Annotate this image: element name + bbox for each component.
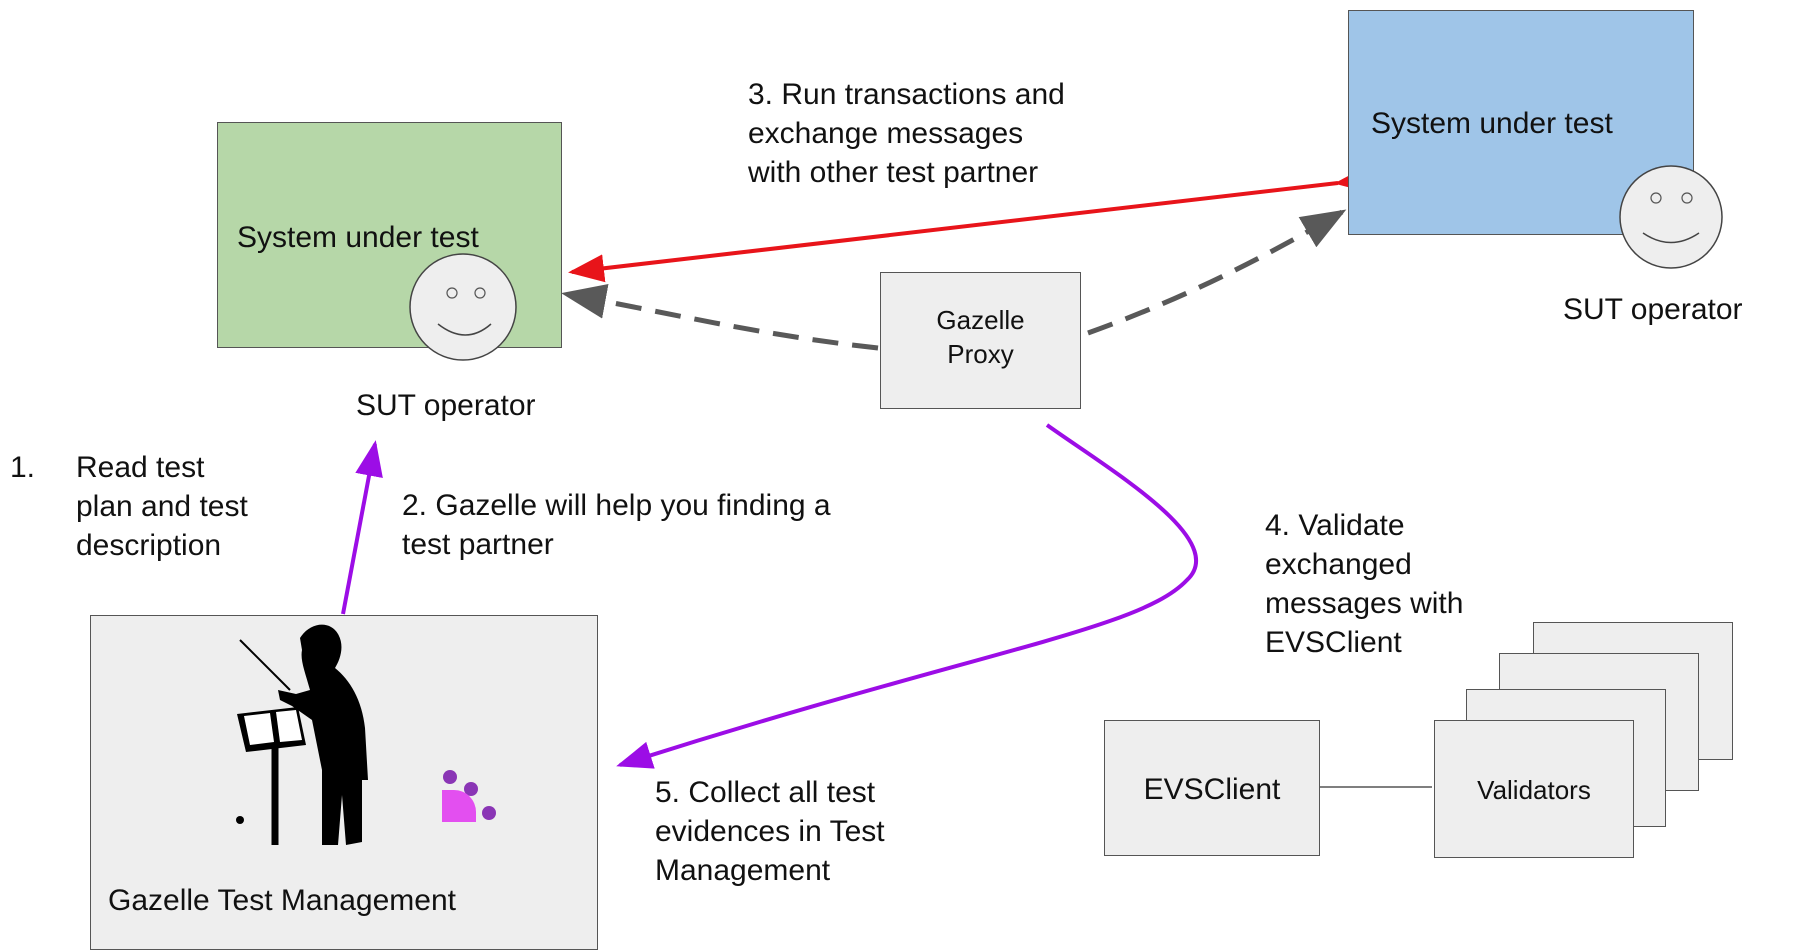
step-1-number: 1. bbox=[10, 451, 36, 484]
left-sut-operator-label: SUT operator bbox=[356, 389, 536, 422]
test-management-label: Gazelle Test Management bbox=[108, 884, 456, 917]
purple-arrow-read-plan bbox=[341, 440, 383, 615]
validators-label: Validators bbox=[1477, 775, 1591, 805]
right-sut-operator-label: SUT operator bbox=[1563, 293, 1743, 326]
step-5-text: 5. Collect all test evidences in Test Ma… bbox=[655, 776, 885, 887]
step-3-text: 3. Run transactions and exchange message… bbox=[748, 78, 1065, 189]
gazelle-proxy-label: Gazelle Proxy bbox=[936, 305, 1025, 369]
step-4-text: 4. Validate exchanged messages with EVSC… bbox=[1265, 509, 1464, 659]
step-2-text: 2. Gazelle will help you finding a test … bbox=[402, 489, 831, 561]
red-double-arrow bbox=[568, 165, 1372, 283]
purple-arrow-collect-evidence bbox=[616, 423, 1198, 769]
step-1-text: Read test plan and test description bbox=[76, 451, 248, 562]
right-sut-title: System under test bbox=[1371, 107, 1613, 140]
gazelle-proxy-box bbox=[880, 272, 1081, 409]
left-sut-title: System under test bbox=[237, 221, 479, 254]
evsclient-label: EVSClient bbox=[1143, 773, 1281, 806]
evsclient-box bbox=[1104, 720, 1320, 856]
dashed-arrow-to-left-sut bbox=[561, 284, 879, 351]
dashed-arrow-to-right-sut bbox=[1087, 209, 1347, 336]
validators-box bbox=[1434, 720, 1634, 858]
